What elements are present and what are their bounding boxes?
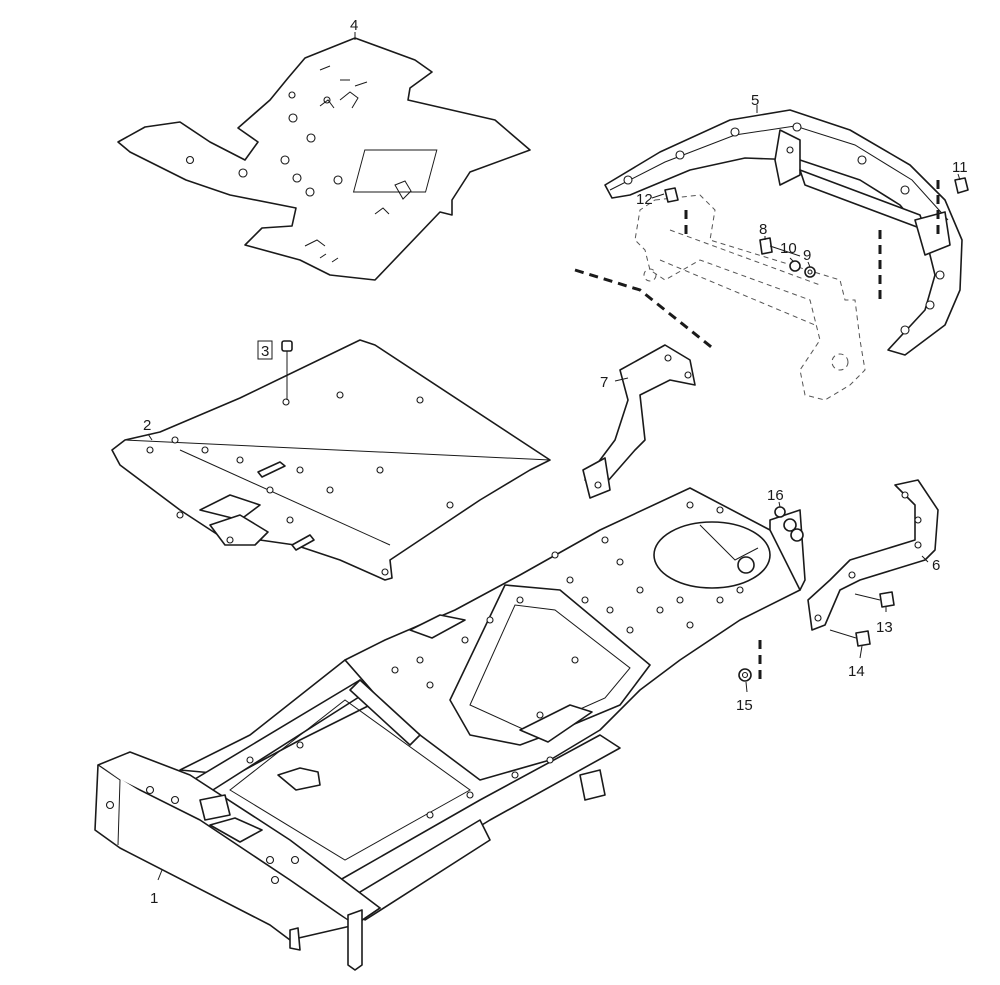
callout-4: 4 [350,17,358,34]
part-3-bolt [257,340,293,400]
part-2-floor-pan [111,339,551,581]
callout-6: 6 [932,557,940,574]
callout-3: 3 [261,343,269,360]
callout-14: 14 [848,663,865,680]
part-6-bracket [807,479,939,631]
callout-11: 11 [952,159,968,176]
callout-9: 9 [803,247,811,264]
callout-10: 10 [780,240,797,257]
callout-5: 5 [751,92,759,109]
part-4-floor-mat [117,37,531,281]
callout-2: 2 [143,417,151,434]
callout-13: 13 [876,619,893,636]
callout-7: 7 [600,374,608,391]
hidden-mount-frame [574,180,940,401]
part-5-rear-bumper [604,109,963,356]
callout-15: 15 [736,697,753,714]
part-1-chassis-frame [94,487,806,971]
leader-lines [147,32,961,881]
hardware-side [738,506,895,682]
callout-1: 1 [150,890,158,907]
callout-labels: 1 2 3 4 5 6 7 8 9 10 11 12 13 14 15 16 [143,17,968,907]
callout-8: 8 [759,221,767,238]
hardware-rear [664,177,969,278]
callout-12: 12 [636,191,653,208]
callout-16: 16 [767,487,784,504]
part-7-bracket [582,344,696,499]
